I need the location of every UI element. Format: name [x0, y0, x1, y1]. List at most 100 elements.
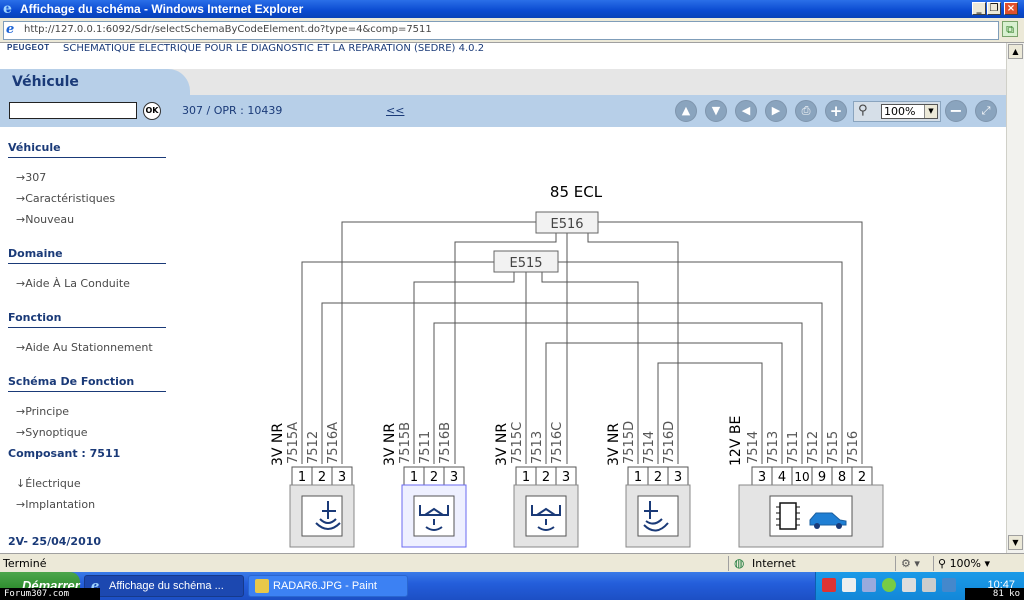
- window-title-bar: e Affichage du schéma - Windows Internet…: [0, 0, 1024, 18]
- print-icon[interactable]: ⎙: [795, 100, 817, 122]
- wire-label: 7514: [642, 431, 657, 464]
- toolbar: OK 307 / OPR : 10439 << ▲ ▼ ◀ ▶ ⎙ + ⚲ 10…: [0, 95, 1006, 127]
- wire-label: 7516A: [326, 422, 341, 464]
- globe-icon: ◍: [734, 556, 745, 570]
- sidebar-item-caracteristiques[interactable]: →Caractéristiques: [16, 192, 116, 205]
- minus-icon[interactable]: −: [945, 100, 967, 122]
- minimize-button[interactable]: _: [972, 2, 986, 15]
- vertical-scrollbar[interactable]: ▲ ▼: [1006, 43, 1024, 553]
- sidebar-item-307[interactable]: →307: [16, 171, 47, 184]
- arrow-left-icon[interactable]: ◀: [735, 100, 757, 122]
- junction-e516-label: E516: [550, 217, 583, 232]
- task-label: RADAR6.JPG - Paint: [273, 580, 377, 592]
- pin-label: 2: [654, 470, 662, 485]
- scroll-up-icon[interactable]: ▲: [1008, 44, 1023, 59]
- tray-device-icon[interactable]: [922, 578, 936, 592]
- add-icon[interactable]: +: [825, 100, 847, 122]
- tray-app-icon[interactable]: [882, 578, 896, 592]
- brand-logo: PEUGEOT: [7, 43, 50, 52]
- zoom-status[interactable]: ⚲ 100% ▾: [938, 557, 991, 570]
- back-link[interactable]: <<: [386, 104, 405, 117]
- arrow-down-icon[interactable]: ▼: [705, 100, 727, 122]
- sidebar-item-aide-stationnement[interactable]: →Aide Au Stationnement: [16, 341, 153, 354]
- sidebar-item-implantation[interactable]: →Implantation: [16, 498, 96, 511]
- wire-label: 7515D: [622, 421, 637, 464]
- pin-label: 2: [858, 470, 866, 485]
- compat-view-icon[interactable]: ⧉: [1002, 21, 1018, 37]
- pin-label: 1: [634, 470, 642, 485]
- task-label: Affichage du schéma ...: [109, 580, 224, 592]
- wire-label: 7512: [806, 431, 821, 464]
- tab-vehicule[interactable]: Véhicule: [0, 69, 190, 95]
- restore-button[interactable]: ❐: [987, 2, 1001, 15]
- status-text: Terminé: [3, 557, 47, 570]
- ecu-chip-icon: [776, 502, 800, 530]
- tab-label: Véhicule: [12, 74, 79, 90]
- sidebar-section-fonction: Fonction: [8, 311, 166, 328]
- status-bar: Terminé ◍ Internet ⚙ ▾ ⚲ 100% ▾: [0, 553, 1024, 573]
- wire-label: 7515C: [510, 422, 525, 464]
- pin-label: 2: [318, 470, 326, 485]
- arrow-up-icon[interactable]: ▲: [675, 100, 697, 122]
- zone-text: Internet: [752, 557, 796, 570]
- ok-button[interactable]: OK: [143, 102, 161, 120]
- pin-label: 1: [410, 470, 418, 485]
- sidebar-item-electrique[interactable]: ↓Électrique: [16, 477, 81, 490]
- diagram-title: 85 ECL: [550, 183, 603, 201]
- ie-logo-icon: e: [3, 1, 12, 17]
- pin-label: 2: [542, 470, 550, 485]
- sensor-header: 3V NR: [382, 423, 398, 466]
- task-paint[interactable]: RADAR6.JPG - Paint: [248, 575, 408, 597]
- tray-alert-icon[interactable]: [822, 578, 836, 592]
- sensor-7512[interactable]: 3V NR 7515D 7514 7516D 1 2 3 7512: [606, 421, 691, 553]
- sensor-icon: [419, 505, 449, 531]
- pin-label: 9: [818, 470, 826, 485]
- version-label: 2V- 25/04/2010: [8, 535, 102, 548]
- task-ie[interactable]: e Affichage du schéma ...: [84, 575, 244, 597]
- page-content: PEUGEOT SCHEMATIQUE ELECTRIQUE POUR LE D…: [0, 43, 1006, 553]
- pin-label: 1: [298, 470, 306, 485]
- app-title: SCHEMATIQUE ELECTRIQUE POUR LE DIAGNOSTI…: [63, 43, 485, 54]
- ecu-7500[interactable]: 12V BE 7514 7513 7511 7512 7515 7516 3 4…: [728, 416, 884, 553]
- sidebar-section-vehicule: Véhicule: [8, 141, 166, 158]
- pin-label: 3: [562, 470, 570, 485]
- address-field[interactable]: e http://127.0.0.1:6092/Sdr/selectSchema…: [3, 21, 999, 40]
- scroll-down-icon[interactable]: ▼: [1008, 535, 1023, 550]
- search-input[interactable]: [9, 102, 137, 119]
- sensor-7510[interactable]: 3V NR 7515A 7512 7516A 1 2 3 7510: [270, 422, 355, 553]
- sensor-7511[interactable]: 3V NR 7515B 7511 7516B 1 2 3 7511: [382, 422, 467, 553]
- page-icon: e: [6, 22, 15, 37]
- wire-lines: [301, 221, 863, 464]
- sidebar-item-nouveau[interactable]: →Nouveau: [16, 213, 75, 226]
- arrow-right-icon[interactable]: ▶: [765, 100, 787, 122]
- close-button[interactable]: ×: [1004, 2, 1018, 15]
- wire-label: 7513: [766, 431, 781, 464]
- sidebar-item-synoptique[interactable]: →Synoptique: [16, 426, 88, 439]
- ie-icon: e: [91, 579, 100, 594]
- sidebar: Véhicule →307 →Caractéristiques →Nouveau…: [0, 127, 180, 553]
- junction-e515: [493, 250, 559, 273]
- pin-label: 3: [674, 470, 682, 485]
- zoom-select[interactable]: 100% ▼: [881, 104, 938, 119]
- pin-label: 3: [338, 470, 346, 485]
- sensor-7513[interactable]: 3V NR 7515C 7513 7516C 1 2 3 7513: [494, 422, 579, 553]
- tray-mouse-icon[interactable]: [902, 578, 916, 592]
- zoom-control: ⚲ 100% ▼: [853, 101, 941, 122]
- tray-network-icon[interactable]: [842, 578, 856, 592]
- tray-volume-icon[interactable]: [862, 578, 876, 592]
- protected-mode-icon[interactable]: ⚙ ▾: [901, 557, 920, 570]
- pin-label: 3: [758, 470, 766, 485]
- pin-label: 10: [794, 470, 809, 484]
- chevron-down-icon: ▼: [924, 105, 937, 118]
- url-text: http://127.0.0.1:6092/Sdr/selectSchemaBy…: [24, 24, 432, 35]
- fit-icon[interactable]: ⤢: [975, 100, 997, 122]
- sidebar-item-principe[interactable]: →Principe: [16, 405, 70, 418]
- pin-label: 1: [522, 470, 530, 485]
- sidebar-item-aide-conduite[interactable]: →Aide À La Conduite: [16, 277, 130, 290]
- tray-display-icon[interactable]: [942, 578, 956, 592]
- wire-label: 7511: [418, 431, 433, 464]
- wire-label: 7511: [786, 431, 801, 464]
- wire-label: 7516D: [662, 421, 677, 464]
- sidebar-section-schema: Schéma De Fonction: [8, 375, 166, 392]
- window-title: Affichage du schéma - Windows Internet E…: [20, 2, 304, 16]
